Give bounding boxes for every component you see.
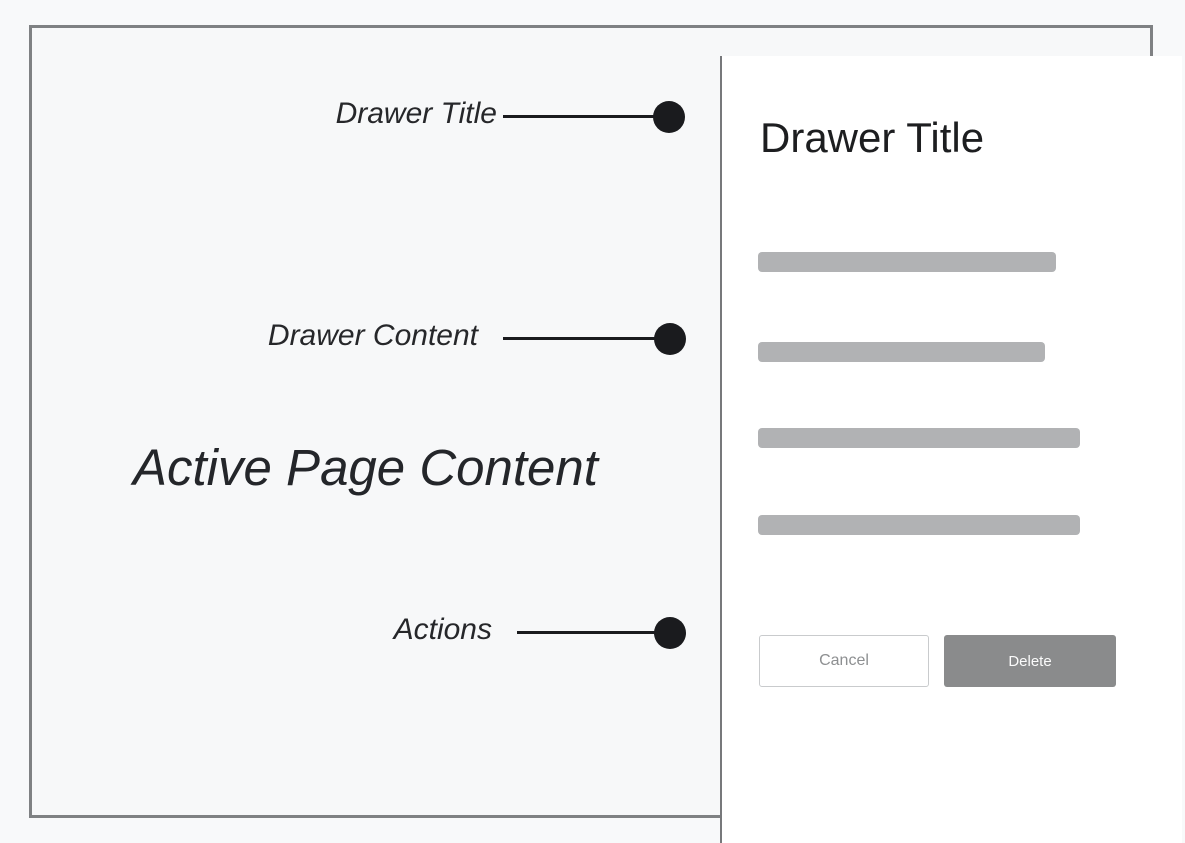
callout-line (517, 631, 670, 634)
drawer-content-placeholder-line (758, 342, 1045, 362)
active-page-content-label: Active Page Content (133, 439, 598, 496)
wireframe-frame: Drawer Title Cancel Delete (29, 25, 1182, 843)
callout-dot (654, 323, 686, 355)
drawer-title: Drawer Title (760, 114, 985, 161)
drawer-content-placeholder-line (758, 515, 1080, 535)
callout-label-drawer-title: Drawer Title (335, 97, 497, 130)
callout-dot (653, 101, 685, 133)
callout-line (503, 337, 670, 340)
drawer-content-placeholder-line (758, 428, 1080, 448)
delete-button[interactable]: Delete (944, 635, 1116, 687)
callout-dot (654, 617, 686, 649)
callout-label-actions: Actions (393, 613, 492, 646)
cancel-button[interactable]: Cancel (759, 635, 929, 687)
callout-line (503, 115, 670, 118)
drawer-panel: Drawer Title Cancel Delete (720, 56, 1182, 843)
callout-label-drawer-content: Drawer Content (267, 319, 478, 352)
drawer-content-placeholder-line (758, 252, 1056, 272)
